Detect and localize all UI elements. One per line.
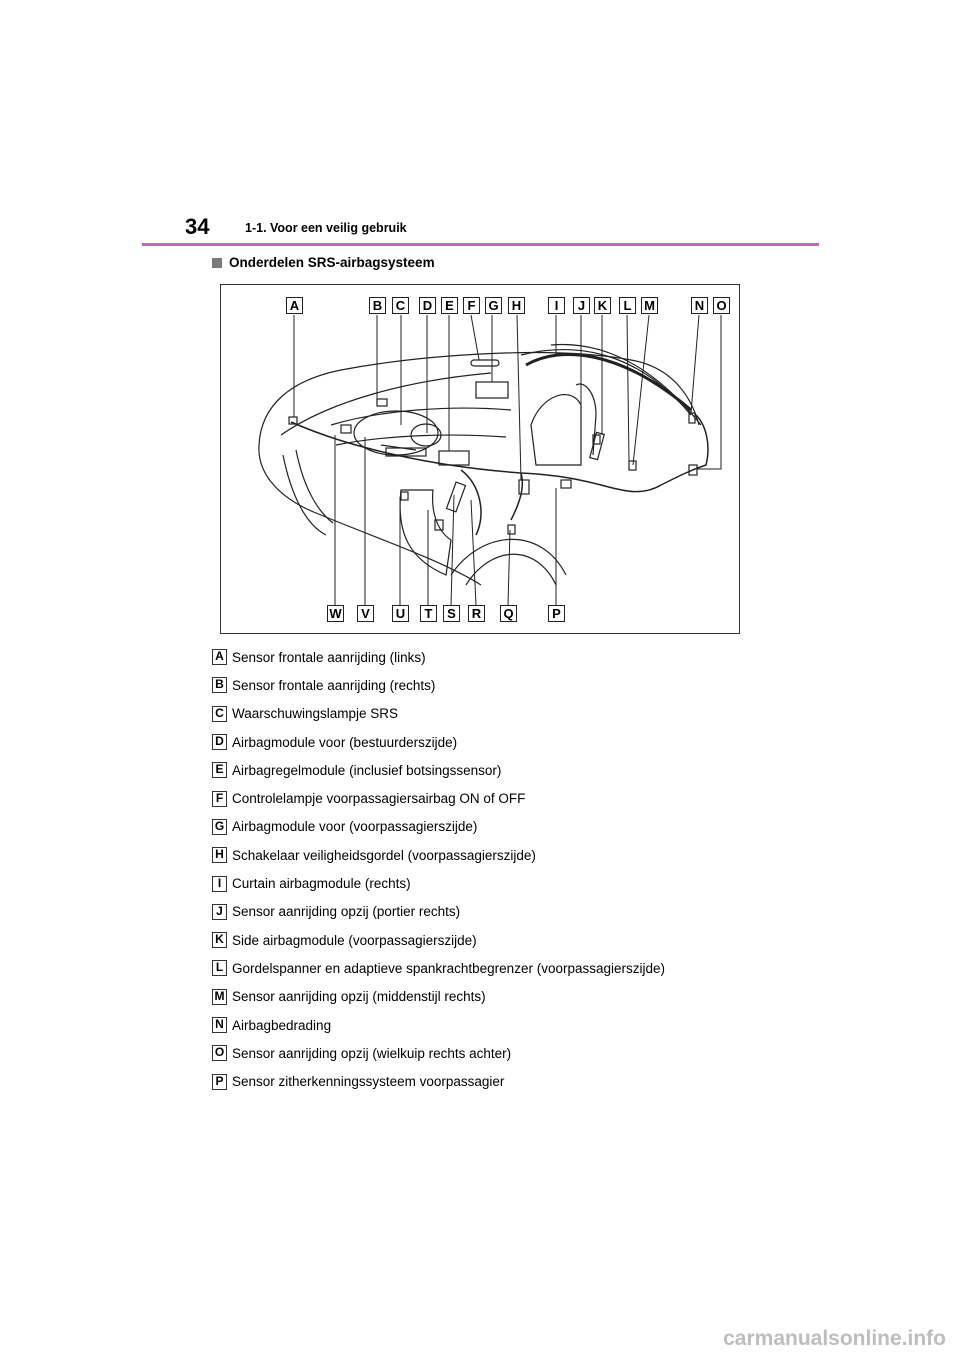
legend-item: I Curtain airbagmodule (rechts) xyxy=(212,869,812,897)
section-header: 1-1. Voor een veilig gebruik xyxy=(245,221,407,235)
callout-e: E xyxy=(441,297,458,314)
legend-item: B Sensor frontale aanrijding (rechts) xyxy=(212,671,812,699)
callout-d: D xyxy=(419,297,436,314)
legend-item: C Waarschuwingslampje SRS xyxy=(212,700,812,728)
callout-g: G xyxy=(485,297,502,314)
legend-text: Curtain airbagmodule (rechts) xyxy=(232,876,411,891)
legend-text: Airbagmodule voor (voorpassagierszijde) xyxy=(232,819,477,834)
legend-item: H Schakelaar veiligheidsgordel (voorpassa… xyxy=(212,841,812,869)
legend-key: C xyxy=(212,706,227,722)
header-rule xyxy=(142,243,819,246)
callout-l: L xyxy=(619,297,636,314)
legend-text: Side airbagmodule (voorpassagierszijde) xyxy=(232,933,477,948)
square-bullet-icon xyxy=(212,258,222,268)
legend-text: Sensor aanrijding opzij (portier rechts) xyxy=(232,904,460,919)
legend-key: A xyxy=(212,649,227,665)
watermark[interactable]: carmanualsonline.info xyxy=(723,1327,946,1351)
legend-item: G Airbagmodule voor (voorpassagierszijde) xyxy=(212,813,812,841)
callout-j: J xyxy=(573,297,590,314)
callout-m: M xyxy=(641,297,658,314)
legend-text: Schakelaar veiligheidsgordel (voorpassag… xyxy=(232,848,536,863)
legend-key: E xyxy=(212,762,227,778)
legend-text: Gordelspanner en adaptieve spankrachtbeg… xyxy=(232,961,665,976)
page-number: 34 xyxy=(185,214,209,240)
legend-list: A Sensor frontale aanrijding (links) B Sen… xyxy=(212,643,812,1096)
legend-key: O xyxy=(212,1045,227,1061)
legend-item: L Gordelspanner en adaptieve spankrachtbe… xyxy=(212,954,812,982)
legend-text: Sensor frontale aanrijding (links) xyxy=(232,650,426,665)
legend-key: K xyxy=(212,932,227,948)
callout-k: K xyxy=(594,297,611,314)
legend-item: E Airbagregelmodule (inclusief botsingsse… xyxy=(212,756,812,784)
legend-item: N Airbagbedrading xyxy=(212,1011,812,1039)
car-line-drawing xyxy=(221,285,741,635)
legend-text: Airbagregelmodule (inclusief botsingssen… xyxy=(232,763,501,778)
legend-text: Airbagbedrading xyxy=(232,1018,331,1033)
callout-v: V xyxy=(357,605,374,622)
callout-o: O xyxy=(713,297,730,314)
legend-item: K Side airbagmodule (voorpassagierszijde) xyxy=(212,926,812,954)
callout-t: T xyxy=(420,605,437,622)
callout-c: C xyxy=(392,297,409,314)
legend-item: O Sensor aanrijding opzij (wielkuip recht… xyxy=(212,1039,812,1067)
legend-key: P xyxy=(212,1074,227,1090)
callout-q: Q xyxy=(500,605,517,622)
callout-h: H xyxy=(508,297,525,314)
callout-r: R xyxy=(468,605,485,622)
legend-key: L xyxy=(212,960,227,976)
airbag-diagram: A B C D E F G H I J K L M N O W V U T S … xyxy=(220,284,740,634)
legend-text: Sensor zitherkenningssysteem voorpassagi… xyxy=(232,1074,504,1089)
legend-key: G xyxy=(212,819,227,835)
legend-key: D xyxy=(212,734,227,750)
legend-text: Sensor frontale aanrijding (rechts) xyxy=(232,678,435,693)
legend-item: D Airbagmodule voor (bestuurderszijde) xyxy=(212,728,812,756)
callout-b: B xyxy=(369,297,386,314)
subsection-heading: Onderdelen SRS-airbagsysteem xyxy=(212,255,435,270)
callout-n: N xyxy=(691,297,708,314)
callout-s: S xyxy=(443,605,460,622)
subsection-title: Onderdelen SRS-airbagsysteem xyxy=(229,255,435,270)
callout-w: W xyxy=(327,605,344,622)
legend-text: Waarschuwingslampje SRS xyxy=(232,706,398,721)
legend-text: Sensor aanrijding opzij (middenstijl rec… xyxy=(232,989,486,1004)
legend-key: B xyxy=(212,677,227,693)
legend-key: H xyxy=(212,847,227,863)
legend-text: Controlelampje voorpassagiersairbag ON o… xyxy=(232,791,525,806)
callout-i: I xyxy=(548,297,565,314)
callout-a: A xyxy=(286,297,303,314)
legend-key: F xyxy=(212,791,227,807)
legend-item: M Sensor aanrijding opzij (middenstijl re… xyxy=(212,983,812,1011)
legend-text: Sensor aanrijding opzij (wielkuip rechts… xyxy=(232,1046,511,1061)
legend-item: F Controlelampje voorpassagiersairbag ON … xyxy=(212,784,812,812)
legend-key: M xyxy=(212,989,227,1005)
legend-item: A Sensor frontale aanrijding (links) xyxy=(212,643,812,671)
legend-key: N xyxy=(212,1017,227,1033)
legend-item: P Sensor zitherkenningssysteem voorpassag… xyxy=(212,1067,812,1095)
legend-item: J Sensor aanrijding opzij (portier rechts… xyxy=(212,898,812,926)
legend-key: J xyxy=(212,904,227,920)
callout-p: P xyxy=(548,605,565,622)
callout-f: F xyxy=(463,297,480,314)
callout-u: U xyxy=(392,605,409,622)
legend-key: I xyxy=(212,876,227,892)
legend-text: Airbagmodule voor (bestuurderszijde) xyxy=(232,735,457,750)
